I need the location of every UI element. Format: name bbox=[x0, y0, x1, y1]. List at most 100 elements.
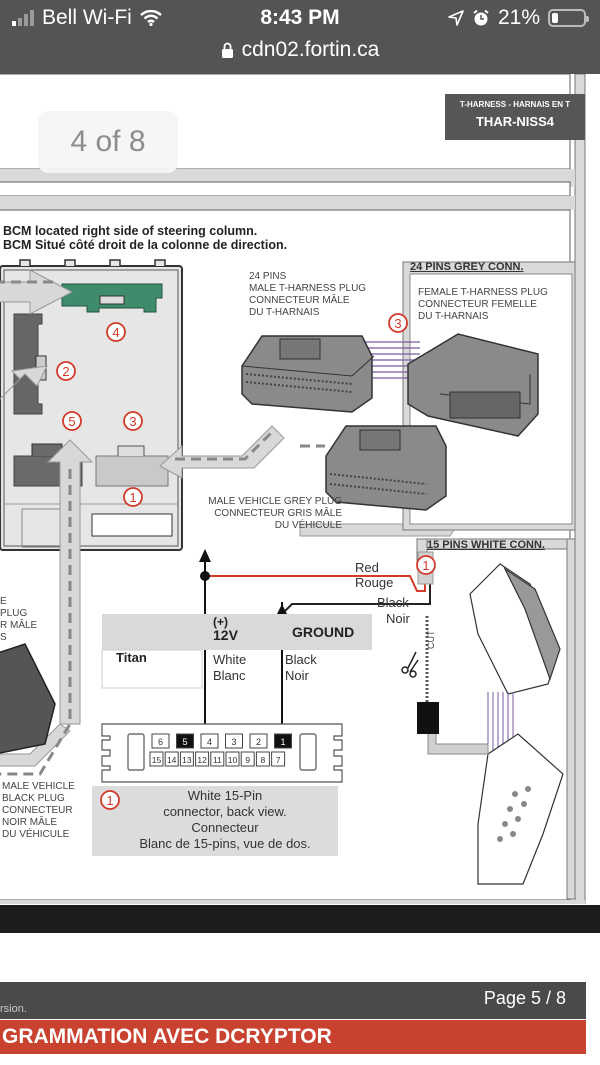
wifi-icon bbox=[140, 10, 162, 26]
pin-label: 7 bbox=[276, 755, 281, 765]
pin-9 bbox=[240, 751, 255, 767]
pin-4 bbox=[200, 733, 219, 749]
frame-gap-2 bbox=[0, 196, 575, 210]
pin-label: 5 bbox=[182, 737, 187, 747]
table-12v-color-en: White bbox=[213, 652, 247, 667]
callout-2 bbox=[56, 361, 76, 381]
pin-label: 9 bbox=[245, 755, 250, 765]
pin-12 bbox=[195, 751, 210, 767]
bcm-location-fr: BCM Situé côté droit de la colonne de di… bbox=[3, 238, 288, 252]
pin-10 bbox=[225, 751, 240, 767]
callout-number: 4 bbox=[112, 325, 119, 340]
address-bar[interactable]: cdn02.fortin.ca bbox=[0, 38, 600, 62]
callout-number: 1 bbox=[129, 490, 136, 505]
fuse-block bbox=[417, 702, 439, 734]
pin-label: 11 bbox=[213, 755, 222, 765]
frame-border-right bbox=[574, 74, 586, 904]
footer-version-text: rsion. bbox=[0, 1003, 27, 1015]
harness-tag: T-HARNESS - HARNAIS EN T THAR-NISS4 bbox=[445, 94, 585, 140]
pin-label: 15 bbox=[152, 755, 162, 765]
white15-connector-bottom bbox=[477, 733, 564, 885]
callout-4 bbox=[106, 322, 126, 342]
arrow-dashes bbox=[0, 280, 325, 776]
callout-1 bbox=[100, 790, 120, 810]
white15-title: 15 PINS WHITE CONN. bbox=[427, 539, 545, 551]
signal-icon bbox=[12, 10, 34, 26]
male-vehicle-black-label: MALE VEHICLE BLACK PLUG CONNECTEUR NOIR … bbox=[2, 781, 75, 840]
table-ground-color-fr: Noir bbox=[285, 668, 309, 683]
table-12v-sign: (+) bbox=[213, 615, 228, 629]
pin-holes bbox=[497, 786, 531, 842]
pin-3 bbox=[225, 733, 243, 749]
pin-15 bbox=[149, 751, 164, 767]
male-vehicle-grey-label: MALE VEHICLE GREY PLUG CONNECTEUR GRIS M… bbox=[208, 496, 342, 531]
red-wire-en: Red bbox=[355, 560, 379, 575]
pin-label: 4 bbox=[207, 737, 212, 747]
cut-label: CUT bbox=[426, 630, 436, 650]
callout-1 bbox=[123, 487, 143, 507]
pin-5 bbox=[176, 733, 194, 749]
table-12v-color-fr: Blanc bbox=[213, 668, 246, 683]
pin-label: 2 bbox=[256, 737, 261, 747]
black-wire-en: Black bbox=[377, 595, 409, 610]
callout-number: 3 bbox=[129, 414, 136, 429]
wire-table-titan-cell bbox=[101, 649, 203, 689]
pin-2 bbox=[249, 733, 268, 749]
callout-number: 5 bbox=[68, 414, 75, 429]
pinout-caption-bg bbox=[92, 786, 338, 856]
callout-5 bbox=[62, 411, 82, 431]
male-vehicle-black-plug bbox=[0, 643, 56, 754]
callout-number: 1 bbox=[106, 793, 113, 808]
callout-3 bbox=[123, 411, 143, 431]
pin-label: 8 bbox=[261, 755, 266, 765]
pin-label: 10 bbox=[228, 755, 238, 765]
status-bar: Bell Wi-Fi 8:43 PM 21% cdn02.fortin.ca bbox=[0, 0, 600, 74]
connector-2 bbox=[13, 313, 43, 415]
page-counter: 4 of 8 bbox=[38, 111, 178, 173]
pin-label: 13 bbox=[182, 755, 192, 765]
wire-table-header-bg bbox=[102, 614, 372, 650]
harness-tag-label: T-HARNESS - HARNAIS EN T bbox=[459, 100, 571, 109]
female-tharness-plug bbox=[407, 333, 539, 437]
carrier-label: Bell Wi-Fi bbox=[42, 6, 132, 29]
next-page-footer: rsion. Page 5 / 8 bbox=[0, 982, 586, 1019]
grey24-title: 24 PINS GREY CONN. bbox=[410, 261, 524, 273]
bcm-module bbox=[0, 259, 183, 551]
page-separator bbox=[0, 905, 600, 933]
left-partial-label: E PLUG R MÂLE S bbox=[0, 596, 38, 643]
pinout-caption: White 15-Pin connector, back view. Conne… bbox=[139, 788, 311, 851]
table-ground-color-en: Black bbox=[285, 652, 317, 667]
white15-connector-top bbox=[469, 563, 561, 695]
table-row-titan: Titan bbox=[116, 650, 147, 665]
scissors-icon bbox=[401, 651, 419, 678]
harness-tag-code: THAR-NISS4 bbox=[475, 114, 554, 129]
connector-1-slot bbox=[91, 513, 173, 537]
female-tharness-label: FEMALE T-HARNESS PLUG CONNECTEUR FEMELLE… bbox=[418, 287, 548, 322]
pin-7 bbox=[271, 751, 286, 767]
clock: 8:43 PM bbox=[260, 6, 340, 29]
location-icon bbox=[448, 10, 464, 26]
bcm-location-en: BCM located right side of steering colum… bbox=[3, 224, 258, 238]
pin-1 bbox=[274, 733, 292, 749]
section-title-bar: GRAMMATION AVEC DCRYPTOR bbox=[0, 1020, 586, 1054]
pin-label: 14 bbox=[167, 755, 177, 765]
male-vehicle-grey-plug bbox=[325, 425, 447, 511]
thin-panel bbox=[0, 181, 571, 197]
callout-number: 1 bbox=[422, 558, 429, 573]
pin-13 bbox=[179, 751, 194, 767]
alarm-icon bbox=[473, 9, 489, 26]
connector-3 bbox=[95, 455, 169, 487]
pin-label: 12 bbox=[197, 755, 207, 765]
pin-14 bbox=[164, 751, 179, 767]
pin-label: 3 bbox=[231, 737, 236, 747]
callout-number: 3 bbox=[394, 316, 401, 331]
pin-11 bbox=[210, 751, 225, 767]
table-ground: GROUND bbox=[292, 624, 355, 640]
male-tharness-plug bbox=[241, 335, 375, 413]
callout-1 bbox=[416, 555, 436, 575]
